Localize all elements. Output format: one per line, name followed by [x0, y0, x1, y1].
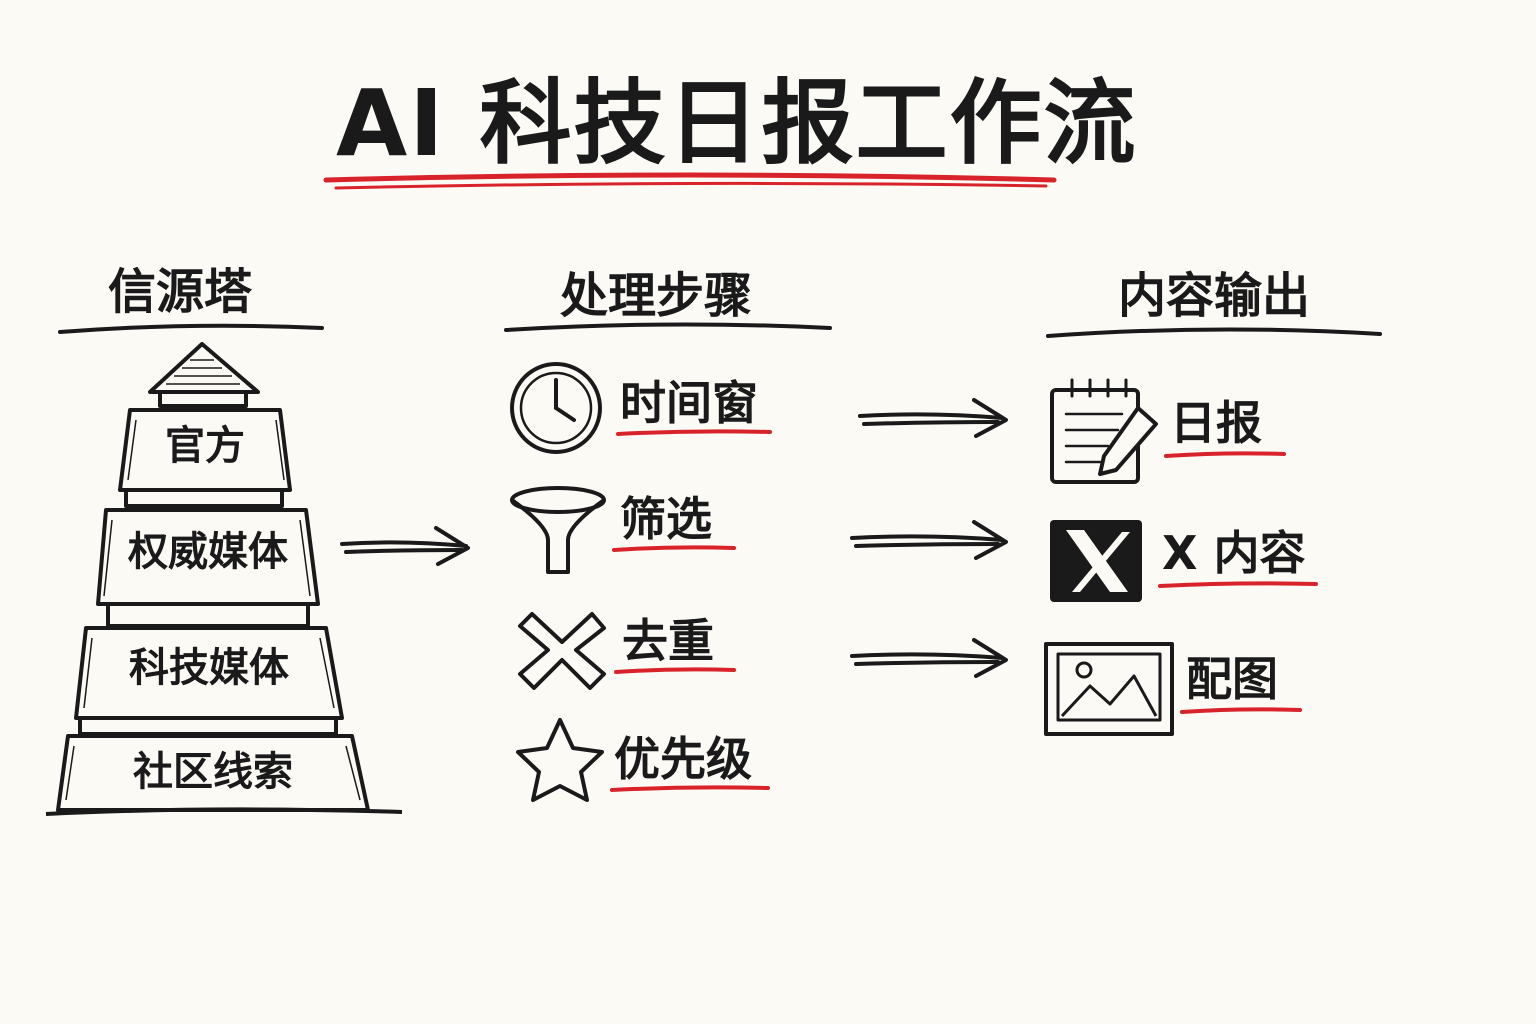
cross-icon	[518, 612, 606, 690]
page-title: AI 科技日报工作流	[336, 70, 1138, 177]
step-label-dedupe: 去重	[622, 614, 714, 668]
underline-step-3	[614, 667, 736, 674]
tower-tier-label-3: 科技媒体	[129, 645, 289, 691]
underline-output-1	[1164, 451, 1286, 458]
star-icon	[516, 718, 604, 802]
arrow-step-to-image	[850, 638, 1008, 678]
tower-tier-label-1: 官方	[165, 423, 245, 469]
arrow-step-to-report	[858, 398, 1008, 438]
tower-tier-label-4: 社区线索	[133, 749, 293, 795]
step-label-time-window: 时间窗	[620, 376, 758, 430]
underline-step-1	[616, 429, 772, 436]
underline-output-3	[1180, 707, 1302, 714]
tower-tier-label-2: 权威媒体	[128, 529, 288, 575]
step-label-filter: 筛选	[620, 492, 712, 546]
underline-output-2	[1158, 581, 1318, 588]
output-label-image: 配图	[1186, 652, 1278, 706]
sources-heading-underline	[58, 323, 324, 334]
tower-tier-3	[74, 626, 344, 720]
processing-heading-underline	[504, 322, 832, 332]
source-tower	[45, 342, 403, 816]
clock-icon	[510, 362, 602, 454]
output-heading: 内容输出	[1118, 268, 1311, 324]
underline-step-4	[610, 785, 770, 792]
underline-step-2	[612, 545, 736, 552]
step-label-priority: 优先级	[614, 732, 752, 786]
tower-tier-1	[118, 408, 292, 492]
tower-tier-2	[96, 508, 320, 606]
processing-heading: 处理步骤	[560, 268, 753, 324]
output-label-x: X 内容	[1162, 526, 1306, 580]
notepad-pencil-icon	[1050, 378, 1158, 484]
funnel-icon	[510, 486, 606, 574]
image-icon	[1044, 642, 1174, 736]
output-label-report: 日报	[1170, 396, 1262, 450]
arrow-step-to-x	[850, 520, 1008, 560]
x-logo-icon	[1050, 520, 1142, 602]
title-underline	[323, 172, 1057, 190]
sources-heading: 信源塔	[108, 264, 253, 320]
arrow-tower-to-steps	[340, 526, 470, 566]
output-heading-underline	[1046, 327, 1382, 338]
